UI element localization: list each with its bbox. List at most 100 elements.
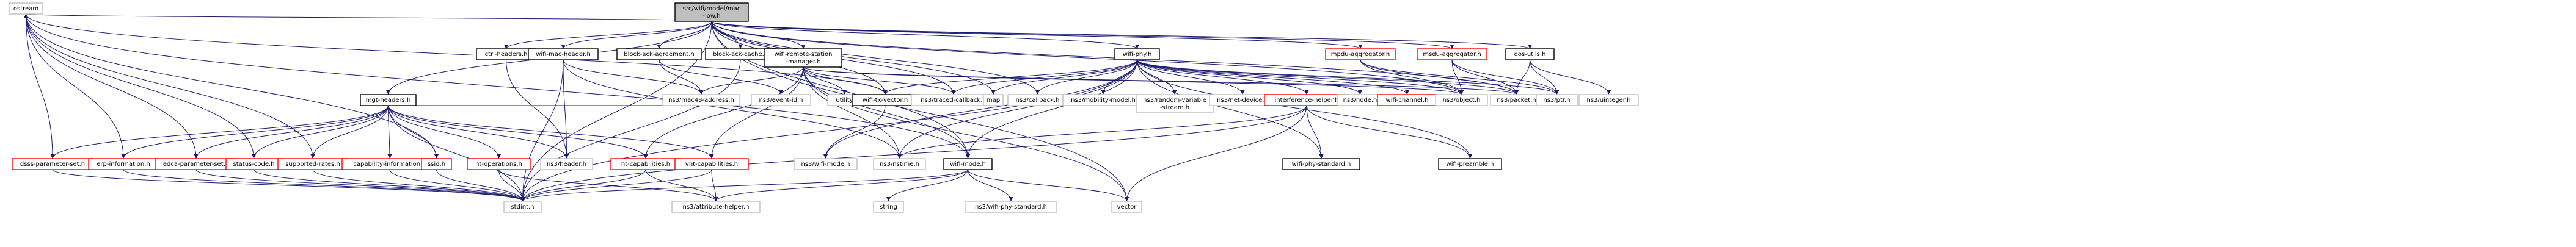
edge-root-to-callback (711, 21, 1040, 95)
node-label: ssid.h (428, 161, 445, 168)
node-qos-utils[interactable]: qos-utils.h (1505, 48, 1555, 60)
node-mpdu-aggregator[interactable]: mpdu-aggregator.h (1325, 48, 1396, 60)
node-ssid[interactable]: ssid.h (421, 158, 452, 170)
edge-interference-helper-to-ns3-nstime (897, 105, 1307, 159)
node-label: utility (836, 97, 853, 104)
node-box (1505, 48, 1555, 60)
node-label: wifi-phy-standard.h (1292, 161, 1351, 168)
node-map: map (983, 94, 1004, 106)
edge-erp-information-to-stdint (123, 169, 525, 202)
node-label: -stream.h (1160, 104, 1189, 111)
edge-wifi-remote-station-manager-to-ns3-packet (803, 66, 1519, 95)
node-ht-capabilities[interactable]: ht-capabilities.h (610, 158, 681, 170)
node-wifi-preamble[interactable]: wifi-preamble.h (1438, 158, 1502, 170)
edge-ctrl-headers-to-ns3-header (506, 59, 569, 159)
node-wifi-mac-header[interactable]: wifi-mac-header.h (528, 48, 599, 60)
node-box (794, 158, 858, 170)
node-box (1114, 48, 1160, 60)
edge-wifi-remote-station-manager-to-wifi-mode (803, 66, 970, 159)
node-root[interactable]: src/wifi/model/mac-low.h (674, 2, 749, 22)
node-edca-parameter-set[interactable]: edca-parameter-set.h (155, 158, 237, 170)
node-label: ns3/node.h (1343, 97, 1377, 104)
node-ns3-wifi-phy-standard: ns3/wifi-phy-standard.h (965, 201, 1057, 213)
node-label: src/wifi/model/mac (683, 5, 740, 12)
node-box (1578, 94, 1639, 106)
node-wifi-remote-station-manager[interactable]: wifi-remote-station-manager.h (764, 48, 842, 68)
node-wifi-mode[interactable]: wifi-mode.h (943, 158, 993, 170)
node-label: ns3/uinteger.h (1586, 97, 1630, 104)
edge-wifi-remote-station-manager-to-ht-capabilities (643, 66, 804, 159)
edge-wifi-phy-to-ns3-ptr (1137, 59, 1559, 95)
edge-mgt-headers-to-ssid (388, 105, 439, 159)
node-block-ack-agreement[interactable]: block-ack-agreement.h (616, 48, 702, 60)
edge-mpdu-aggregator-to-ns3-ptr (1360, 59, 1559, 95)
edge-mgt-headers-to-edca-parameter-set (194, 105, 389, 159)
edge-vht-capabilities-to-stdint (520, 169, 712, 202)
edge-dsss-parameter-set-to-stdint (52, 169, 525, 202)
edge-msdu-aggregator-to-ns3-ptr (1451, 59, 1559, 95)
node-box (1136, 94, 1214, 113)
node-erp-information[interactable]: erp-information.h (88, 158, 159, 170)
node-box (503, 201, 542, 213)
edge-mgt-headers-to-ht-operations (388, 105, 501, 159)
node-wifi-phy-standard[interactable]: wifi-phy-standard.h (1282, 158, 1360, 170)
edge-ht-operations-to-attribute-helper (498, 169, 718, 202)
edge-wifi-phy-to-ns3-node (1137, 59, 1362, 95)
node-ns3-uinteger: ns3/uinteger.h (1578, 94, 1639, 106)
node-label: mpdu-aggregator.h (1331, 51, 1390, 58)
node-status-code[interactable]: status-code.h (225, 158, 282, 170)
edge-wifi-phy-to-callback (1035, 59, 1137, 95)
node-label: ns3/wifi-phy-standard.h (975, 204, 1047, 210)
edge-mpdu-aggregator-to-ns3-object (1360, 59, 1464, 95)
edge-wifi-phy-to-net-device (1137, 59, 1245, 95)
node-interference-helper[interactable]: interference-helper.h (1264, 94, 1349, 106)
node-label: stdint.h (511, 204, 534, 210)
edge-qos-utils-to-ns3-packet (1514, 59, 1530, 95)
node-label: edca-parameter-set.h (163, 161, 229, 168)
node-box (540, 158, 593, 170)
edge-wifi-remote-station-manager-to-mac48-address (699, 66, 804, 95)
node-supported-rates[interactable]: supported-rates.h (277, 158, 348, 170)
edge-wifi-remote-station-manager-to-traced-callback (803, 66, 956, 95)
edge-wifi-tx-vector-to-ns3-wifi-mode (823, 105, 886, 159)
edge-mgt-headers-to-dsss-parameter-set (50, 105, 389, 159)
node-box (662, 94, 740, 106)
edge-wifi-phy-to-ns3-object (1137, 59, 1464, 95)
node-ns3-object: ns3/object.h (1435, 94, 1488, 106)
node-label: wifi-channel.h (1386, 97, 1429, 104)
node-random-variable-stream: ns3/random-variable-stream.h (1136, 94, 1214, 113)
edge-wifi-phy-to-wifi-mode (966, 59, 1137, 159)
node-label: ns3/packet.h (1497, 97, 1536, 104)
node-box (616, 48, 702, 60)
node-wifi-phy[interactable]: wifi-phy.h (1114, 48, 1160, 60)
node-box (1111, 201, 1142, 213)
node-label: wifi-tx-vector.h (863, 97, 908, 104)
node-label: ns3/mobility-model.h (1071, 97, 1136, 104)
node-label: interference-helper.h (1274, 97, 1338, 104)
edge-wifi-mode-to-vector (968, 169, 1129, 202)
node-ns3-node: ns3/node.h (1337, 94, 1383, 106)
node-dsss-parameter-set[interactable]: dsss-parameter-set.h (12, 158, 93, 170)
node-box (467, 158, 531, 170)
node-wifi-tx-vector[interactable]: wifi-tx-vector.h (852, 94, 919, 106)
node-mgt-headers[interactable]: mgt-headers.h (360, 94, 417, 106)
node-box (9, 2, 43, 15)
edge-wifi-phy-to-interference-helper (1137, 59, 1309, 95)
node-box (1325, 48, 1396, 60)
node-box (421, 158, 452, 170)
node-label: ns3/attribute-helper.h (683, 204, 750, 210)
node-label: vht-capabilities.h (685, 161, 738, 168)
node-label: string (880, 204, 897, 210)
node-wifi-channel[interactable]: wifi-channel.h (1377, 94, 1437, 106)
node-msdu-aggregator[interactable]: msdu-aggregator.h (1417, 48, 1487, 60)
edge-edca-parameter-set-to-stdint (195, 169, 525, 202)
node-attribute-helper: ns3/attribute-helper.h (671, 201, 761, 213)
node-ht-operations[interactable]: ht-operations.h (467, 158, 531, 170)
node-label: ns3/net-device.h (1217, 97, 1268, 104)
node-label: supported-rates.h (285, 161, 340, 168)
edge-wifi-phy-to-traced-callback (951, 59, 1137, 95)
edge-root-to-qos-utils (711, 21, 1532, 49)
node-vht-capabilities[interactable]: vht-capabilities.h (674, 158, 749, 170)
edge-capability-information-to-stdint (389, 169, 525, 202)
node-ctrl-headers[interactable]: ctrl-headers.h (476, 48, 536, 60)
